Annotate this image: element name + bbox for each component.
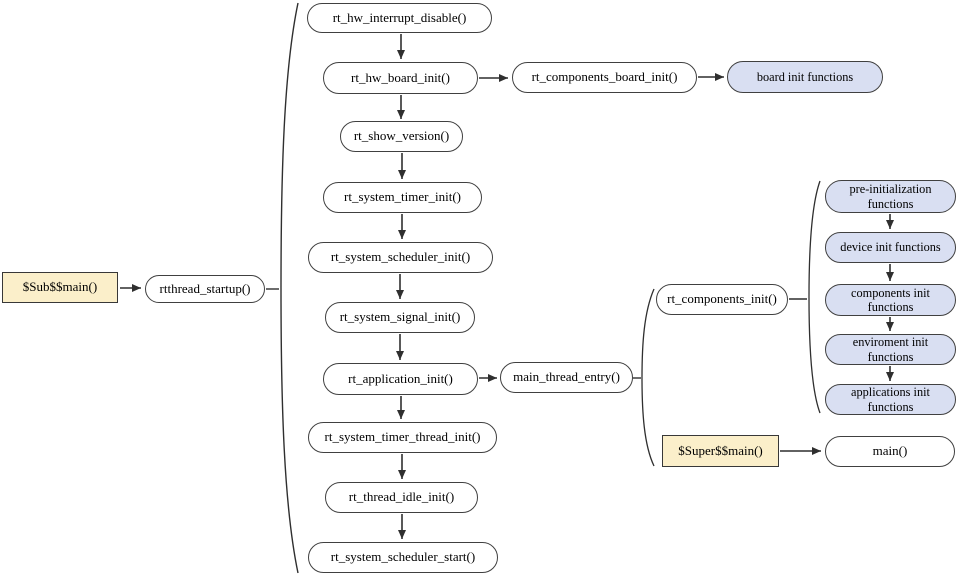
node-sub-main: $Sub$$main() [2, 272, 118, 303]
node-rt-application-init: rt_application_init() [323, 363, 478, 395]
brace-main-thread-entry [641, 288, 655, 467]
node-main: main() [825, 436, 955, 467]
node-main-thread-entry: main_thread_entry() [500, 362, 633, 393]
node-super-main: $Super$$main() [662, 435, 779, 467]
brace-rt-components-init [808, 180, 821, 414]
node-rt-hw-board-init: rt_hw_board_init() [323, 62, 478, 94]
node-board-init-functions: board init functions [727, 61, 883, 93]
node-rt-components-board-init: rt_components_board_init() [512, 62, 697, 93]
node-rtthread-startup: rtthread_startup() [145, 275, 265, 303]
node-rt-system-signal-init: rt_system_signal_init() [325, 302, 475, 333]
node-rt-system-timer-init: rt_system_timer_init() [323, 182, 482, 213]
node-rt-thread-idle-init: rt_thread_idle_init() [325, 482, 478, 513]
node-rt-show-version: rt_show_version() [340, 121, 463, 152]
node-environment-init-functions: enviroment init functions [825, 334, 956, 365]
node-rt-system-timer-thread-init: rt_system_timer_thread_init() [308, 422, 497, 453]
node-pre-initialization-functions: pre-initialization functions [825, 180, 956, 213]
brace-rtthread-startup [280, 2, 299, 574]
node-rt-hw-interrupt-disable: rt_hw_interrupt_disable() [307, 3, 492, 33]
node-components-init-functions: components init functions [825, 284, 956, 316]
node-device-init-functions: device init functions [825, 232, 956, 263]
node-rt-components-init: rt_components_init() [656, 284, 788, 315]
node-applications-init-functions: applications init functions [825, 384, 956, 415]
node-rt-system-scheduler-start: rt_system_scheduler_start() [308, 542, 498, 573]
node-rt-system-scheduler-init: rt_system_scheduler_init() [308, 242, 493, 273]
